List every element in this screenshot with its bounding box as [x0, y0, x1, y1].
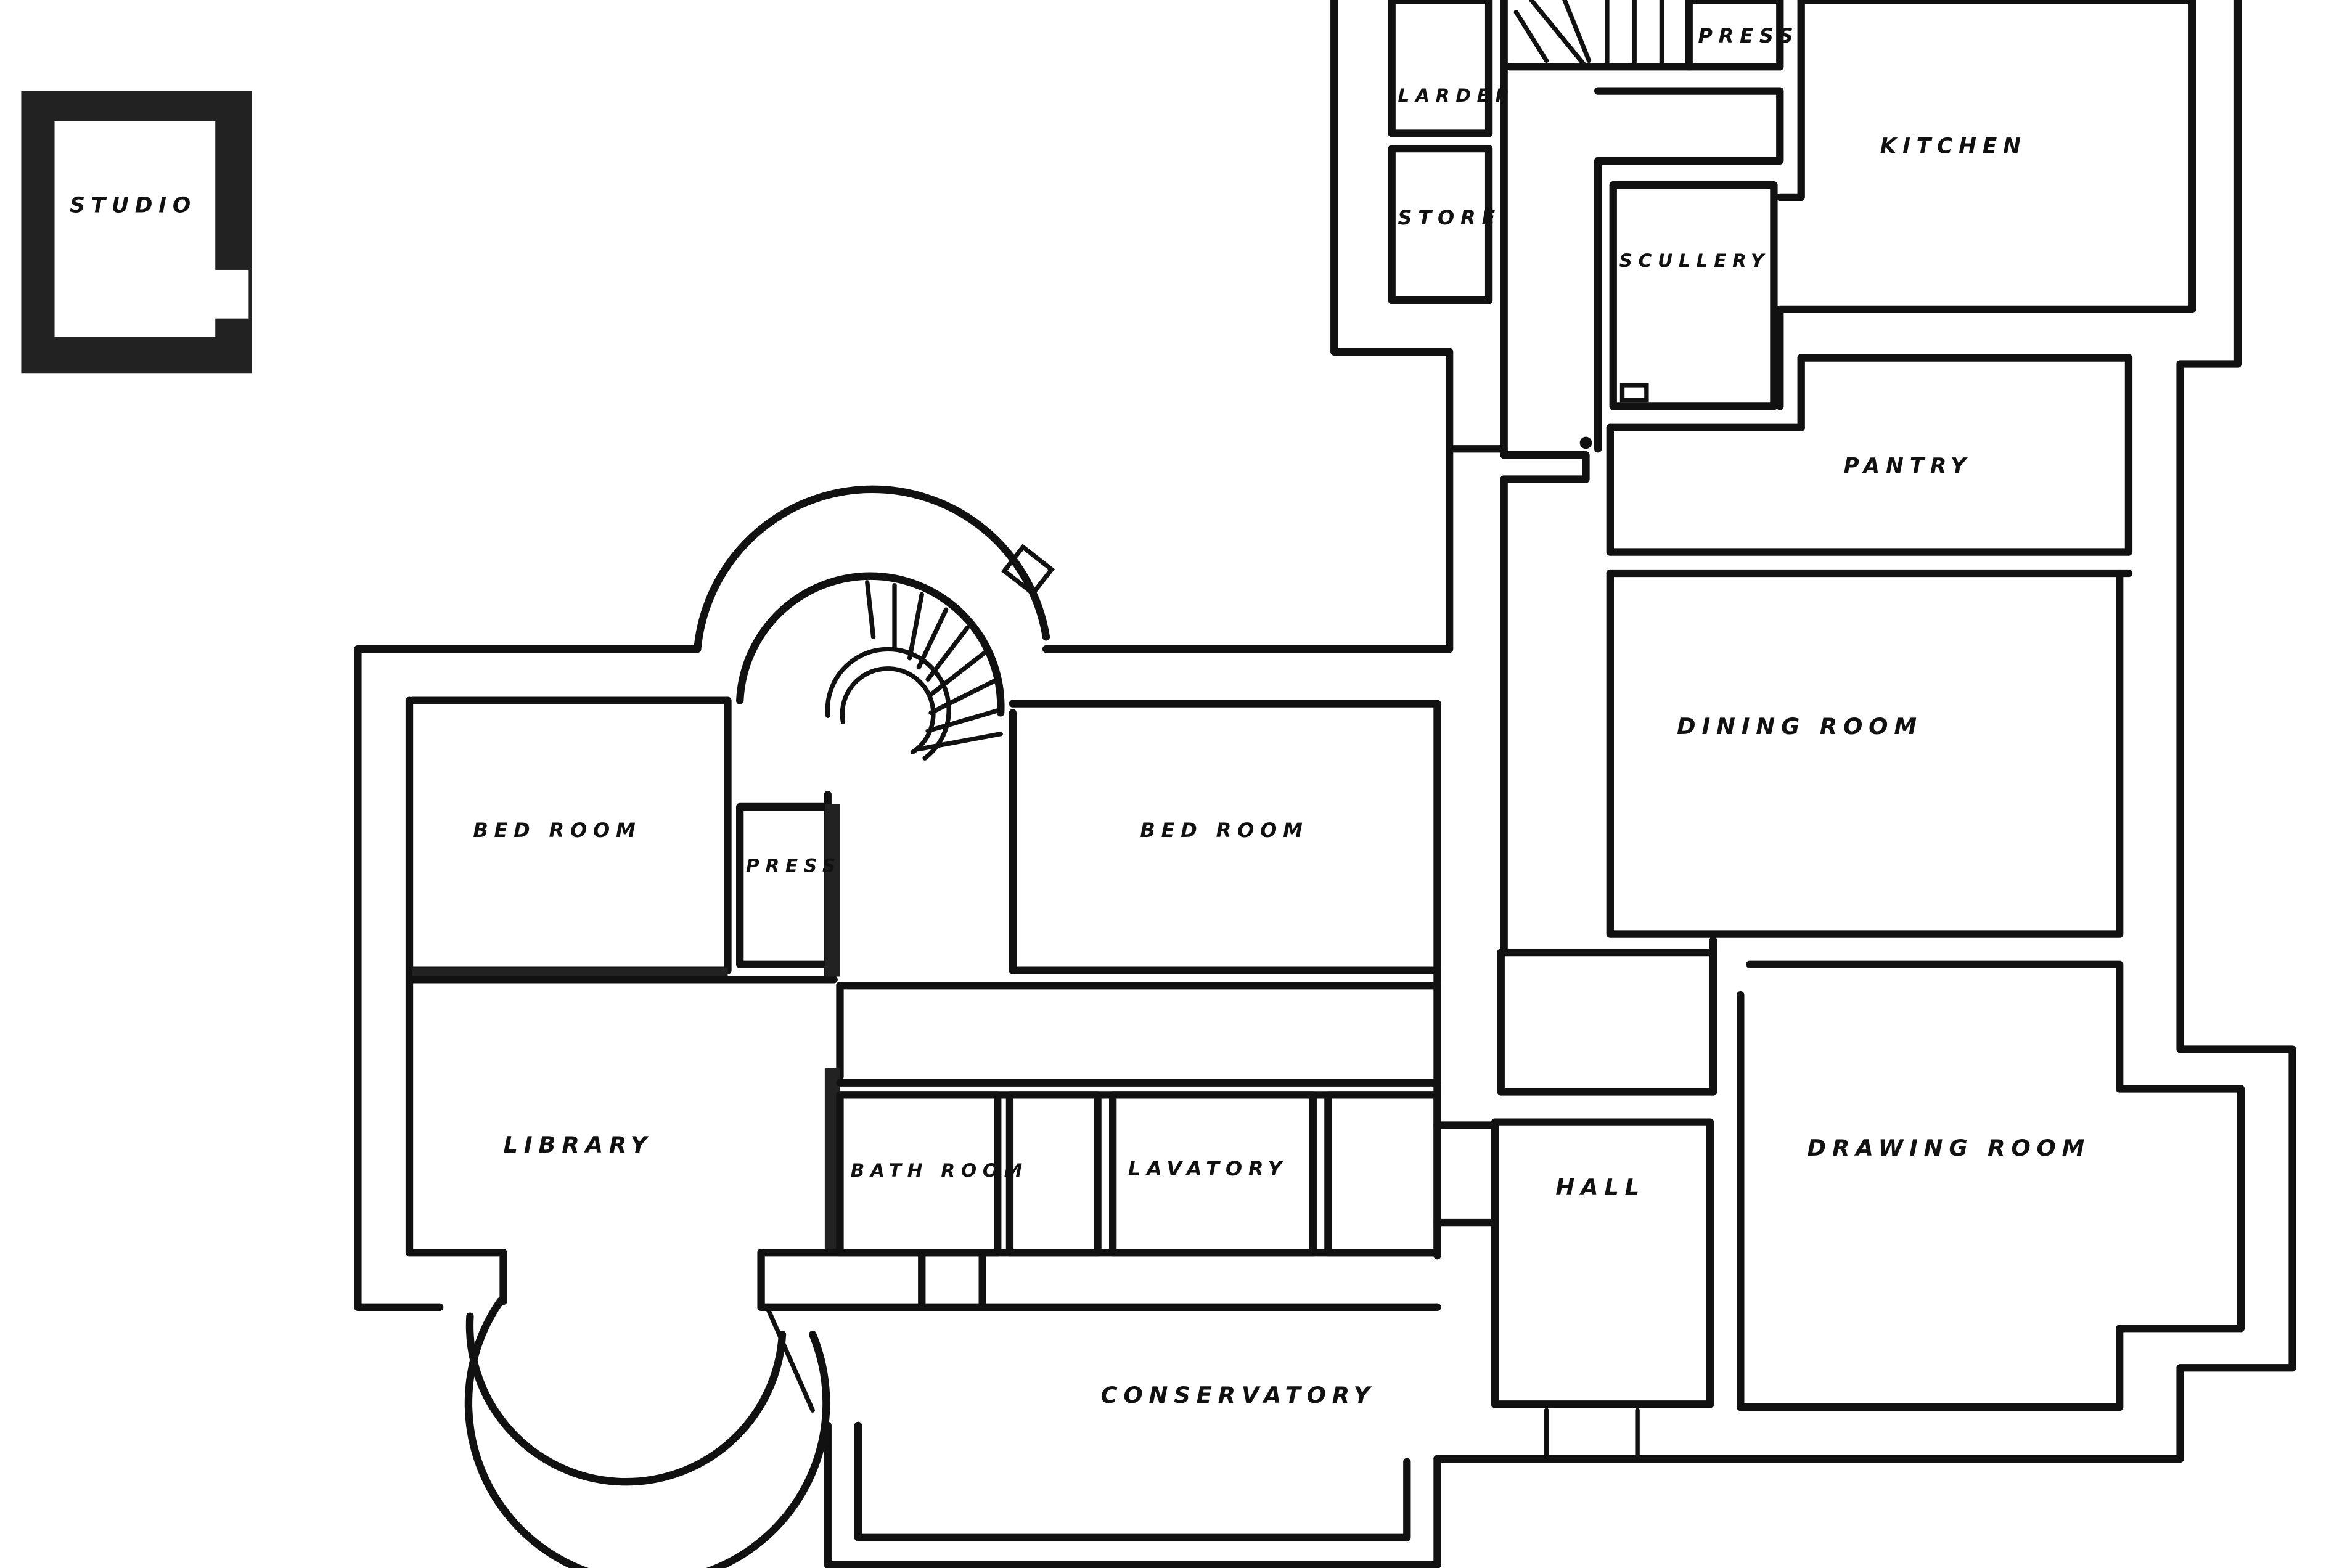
- room-label-press-top: PRESS: [1698, 24, 1799, 47]
- room-label-bath-room: BATH ROOM: [851, 1160, 1028, 1181]
- outer-walls: [354, 0, 2296, 1568]
- room-label-pantry: PANTRY: [1844, 454, 1972, 479]
- room-label-hall: HALL: [1555, 1174, 1645, 1201]
- room-label-studio: STUDIO: [70, 193, 197, 218]
- room-label-scullery: SCULLERY: [1619, 250, 1771, 271]
- room-labels: STUDIO PRESS LARDER KITCHEN STORE SCULLE…: [70, 24, 2091, 1408]
- room-label-larder: LARDER: [1398, 85, 1516, 106]
- room-label-bed-room-left: BED ROOM: [473, 819, 641, 842]
- interior-walls-west: [408, 696, 1441, 1311]
- studio-block: [21, 91, 252, 374]
- room-label-lavatory: LAVATORY: [1128, 1157, 1288, 1180]
- room-label-kitchen: KITCHEN: [1880, 134, 2027, 158]
- room-label-dining-room: DINING ROOM: [1677, 713, 1923, 740]
- room-label-conservatory: CONSERVATORY: [1100, 1382, 1376, 1408]
- room-label-store: STORE: [1398, 206, 1502, 229]
- service-wing: [1388, 0, 2196, 957]
- room-label-library: LIBRARY: [504, 1132, 653, 1158]
- stair-tower: [694, 485, 1055, 761]
- library-bay: [464, 1297, 830, 1568]
- room-label-bed-room-right: BED ROOM: [1140, 819, 1308, 842]
- hall-drawing-walls: [1433, 936, 2245, 1461]
- room-label-press-mid: PRESS: [746, 855, 841, 876]
- room-label-drawing-room: DRAWING ROOM: [1808, 1135, 2091, 1161]
